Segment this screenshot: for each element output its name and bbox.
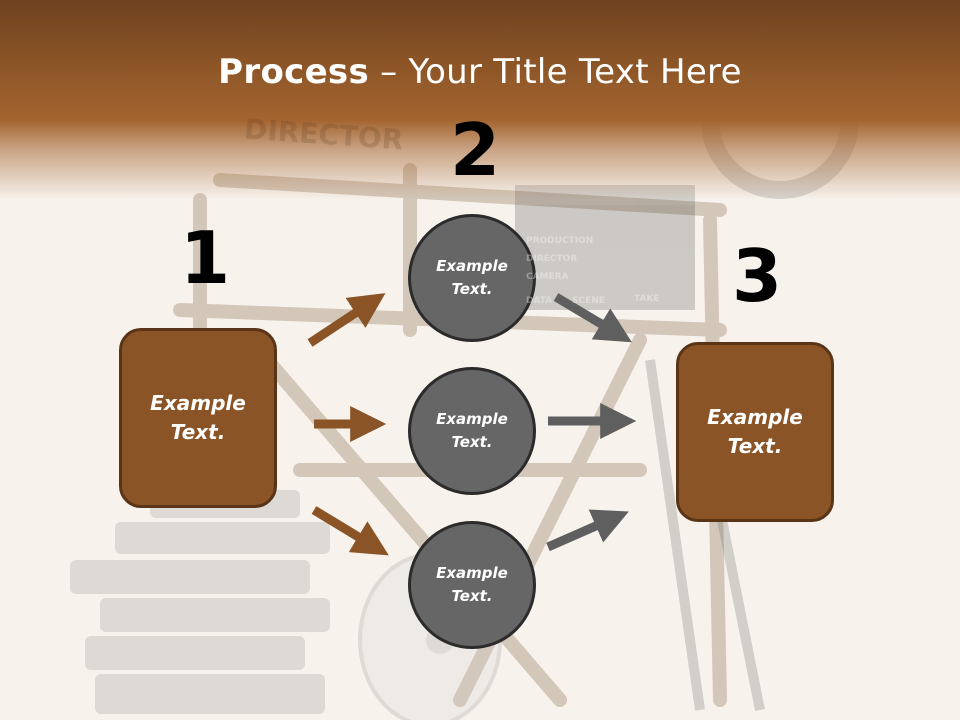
circle-middle-line-2: Text. [451,433,493,451]
circle-middle-text: Example Text. [436,408,508,454]
step-3-box[interactable]: Example Text. [676,342,834,522]
circle-bottom-text: Example Text. [436,562,508,608]
step-3-box-line-1: Example [707,405,803,429]
circle-middle[interactable]: Example Text. [408,367,536,495]
title-bold: Process [218,52,370,92]
title-rest: – Your Title Text Here [369,52,742,92]
arrow-box1-to-circle-bottom [311,506,389,556]
circle-bottom[interactable]: Example Text. [408,521,536,649]
circle-top-text: Example Text. [436,255,508,301]
arrow-circle-top-to-box3 [553,293,632,343]
circle-top-line-2: Text. [451,280,493,298]
step-1-box-line-1: Example [150,391,246,415]
circle-top[interactable]: Example Text. [408,214,536,342]
step-number-1: 1 [180,216,231,300]
circle-middle-line-1: Example [436,410,508,428]
step-number-3: 3 [732,234,783,318]
chair-leg-a [243,333,567,707]
circle-bottom-line-2: Text. [451,587,493,605]
step-1-box-line-2: Text. [170,420,226,444]
arrow-box1-to-circle-top [307,293,386,347]
step-1-box-text: Example Text. [150,389,246,447]
step-1-box[interactable]: Example Text. [119,328,277,508]
step-number-2: 2 [450,108,501,192]
step-3-box-text: Example Text. [707,403,803,461]
circle-top-line-1: Example [436,257,508,275]
step-3-box-line-2: Text. [727,434,783,458]
circle-bottom-line-1: Example [436,564,508,582]
header-band [0,0,960,200]
arrow-circle-bottom-to-box3 [546,509,629,552]
page-title: Process – Your Title Text Here [0,52,960,92]
